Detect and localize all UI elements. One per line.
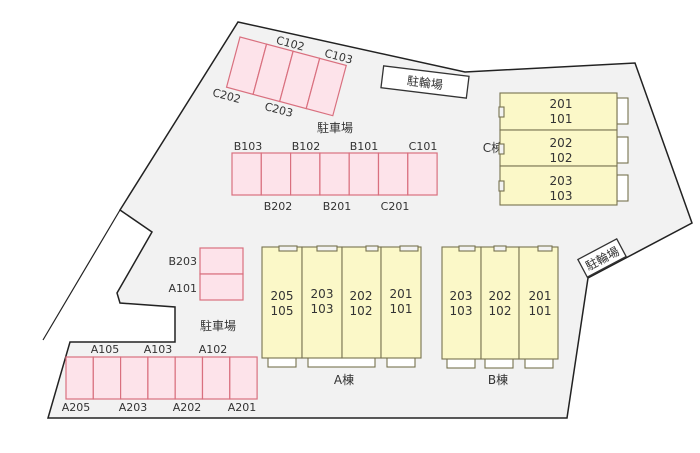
parking-label: B202 bbox=[264, 200, 293, 213]
unit-number: 201 bbox=[529, 289, 552, 303]
parking-label: A202 bbox=[173, 401, 202, 414]
building-b: 203 103 202 102 201 101 bbox=[441, 245, 559, 369]
parking-label: C201 bbox=[381, 200, 410, 213]
parking-space bbox=[174, 356, 204, 400]
parking-space bbox=[377, 152, 409, 196]
parking-space bbox=[260, 152, 292, 196]
parking-label: A203 bbox=[119, 401, 148, 414]
unit-number: 105 bbox=[271, 304, 294, 318]
parking-label: B201 bbox=[323, 200, 352, 213]
unit-number: 103 bbox=[311, 302, 334, 316]
building-c-label: C棟 bbox=[483, 140, 503, 155]
parking-label: B203 bbox=[168, 255, 197, 268]
unit bbox=[499, 165, 618, 206]
parking-label: A105 bbox=[91, 343, 120, 356]
parking-space bbox=[348, 152, 380, 196]
unit-number: 101 bbox=[550, 112, 573, 126]
unit-number: 103 bbox=[450, 304, 473, 318]
parking-space bbox=[290, 152, 321, 196]
unit-number: 101 bbox=[390, 302, 413, 316]
unit bbox=[499, 92, 618, 131]
parking-label: B103 bbox=[234, 140, 263, 153]
unit-number: 203 bbox=[450, 289, 473, 303]
parking-row-a: A105 A103 A102 A205 A203 A202 A201 bbox=[62, 343, 258, 414]
parking-label: B102 bbox=[292, 140, 321, 153]
unit-number: 201 bbox=[390, 287, 413, 301]
parking-label: A102 bbox=[199, 343, 228, 356]
parking-c-top: C102 C103 C202 C203 bbox=[211, 34, 354, 120]
unit-number: 203 bbox=[311, 287, 334, 301]
parking-row-b: B103 B102 B101 C101 B202 B201 C201 bbox=[231, 140, 438, 213]
unit-number: 101 bbox=[529, 304, 552, 318]
unit bbox=[261, 246, 303, 359]
parking-space bbox=[305, 57, 347, 117]
unit bbox=[301, 246, 343, 359]
unit-number: 102 bbox=[550, 151, 573, 165]
parking-area-label: 駐車場 bbox=[200, 318, 236, 333]
unit bbox=[518, 246, 559, 360]
parking-space bbox=[319, 152, 350, 196]
unit-number: 203 bbox=[550, 174, 573, 188]
unit bbox=[341, 246, 382, 359]
parking-space bbox=[199, 273, 244, 301]
parking-space bbox=[201, 356, 231, 400]
parking-label: C101 bbox=[409, 140, 438, 153]
parking-pair: B203 A101 bbox=[168, 247, 244, 301]
building-a-label: A棟 bbox=[334, 372, 354, 387]
unit-number: 205 bbox=[271, 289, 294, 303]
unit-number: 102 bbox=[489, 304, 512, 318]
unit bbox=[499, 129, 618, 167]
parking-space bbox=[229, 356, 258, 400]
parking-space bbox=[407, 152, 438, 196]
unit bbox=[441, 246, 482, 360]
unit-number: 202 bbox=[350, 289, 373, 303]
parking-label: B101 bbox=[350, 140, 379, 153]
unit bbox=[480, 246, 520, 360]
parking-label: A101 bbox=[168, 282, 197, 295]
bicycle-parking-top: 駐輪場 bbox=[380, 65, 470, 99]
bicycle-parking-label: 駐輪場 bbox=[406, 73, 444, 92]
boundary-line-west bbox=[42, 209, 121, 341]
building-a: 205 105 203 103 202 102 201 101 bbox=[261, 245, 422, 368]
unit-number: 102 bbox=[350, 304, 373, 318]
bicycle-parking-right: 駐輪場 bbox=[577, 237, 627, 279]
unit-number: 103 bbox=[550, 189, 573, 203]
parking-label: A205 bbox=[62, 401, 91, 414]
parking-space bbox=[65, 356, 94, 400]
parking-label: A201 bbox=[228, 401, 257, 414]
parking-space bbox=[147, 356, 176, 400]
parking-label: A103 bbox=[144, 343, 173, 356]
unit-number: 202 bbox=[489, 289, 512, 303]
parking-space bbox=[92, 356, 122, 400]
parking-area-label: 駐車場 bbox=[317, 120, 353, 135]
building-b-label: B棟 bbox=[488, 372, 508, 387]
parking-space bbox=[199, 247, 244, 275]
unit-number: 202 bbox=[550, 136, 573, 150]
building-c: 201 101 202 102 203 103 bbox=[498, 92, 629, 206]
unit bbox=[380, 246, 422, 359]
unit-number: 201 bbox=[550, 97, 573, 111]
parking-space bbox=[119, 356, 149, 400]
parking-space bbox=[231, 152, 262, 196]
